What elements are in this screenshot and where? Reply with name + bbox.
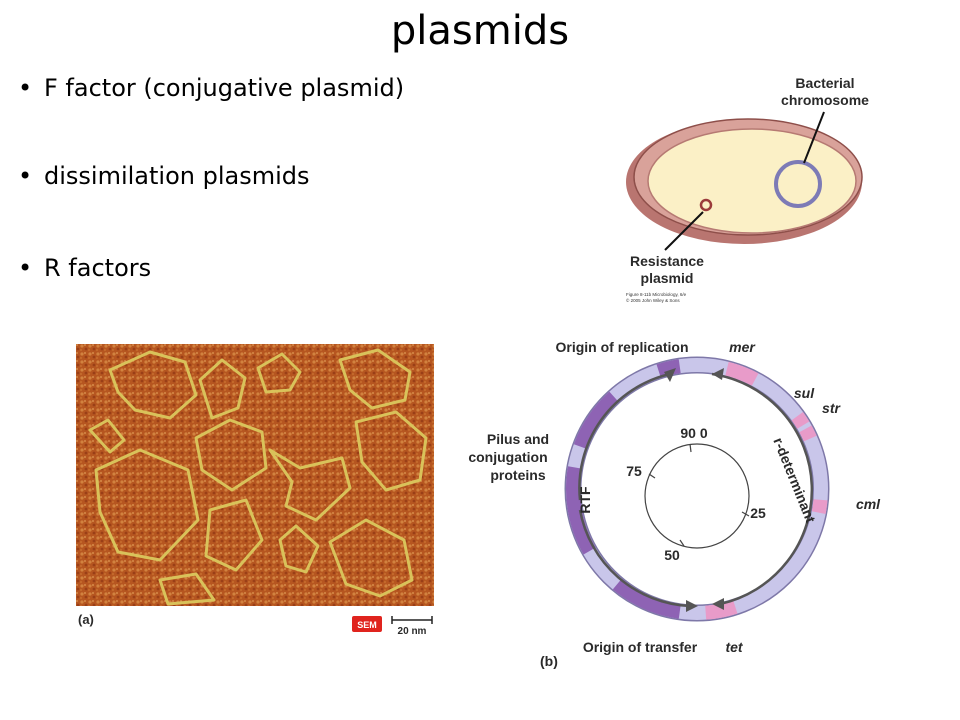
r-determinant-arrow (711, 372, 814, 606)
arrowhead (664, 368, 676, 382)
scale-tick (741, 511, 750, 517)
scale-tick-label: 50 (664, 547, 680, 563)
str-label: str (822, 400, 841, 416)
segment-sul (566, 358, 828, 620)
figure-caption: Figure 8-11b Microbiology, 6/e (626, 292, 687, 297)
scale-tick-label: 25 (750, 505, 766, 521)
bullet-text: F factor (conjugative plasmid) (44, 74, 405, 102)
arrowhead (712, 598, 724, 610)
segment-pilus-upper (565, 358, 828, 620)
segment-cml (566, 358, 828, 620)
chromosome-label: chromosome (781, 92, 869, 108)
bullet-text: R factors (44, 254, 152, 282)
tet-label: tet (725, 639, 743, 655)
segment-pilus (566, 358, 829, 620)
bacterial-cell-figure: Bacterial chromosome Resistance plasmid … (626, 75, 869, 303)
pilus-label: conjugation (468, 449, 547, 465)
bullet-item: •F factor (conjugative plasmid) (18, 74, 405, 102)
origin-transfer-label: Origin of transfer (583, 639, 698, 655)
plasmid-icon (699, 198, 713, 212)
slide-title: plasmids (390, 8, 570, 54)
chromosome-pointer (803, 111, 825, 164)
plasmid-label: Resistance (630, 253, 704, 269)
arrowhead (686, 600, 698, 612)
chromosome-label: Bacterial (795, 75, 854, 91)
arrowhead (712, 368, 724, 380)
plasmid-strands (88, 348, 428, 606)
cytoplasm (647, 128, 857, 234)
scale-circle (644, 443, 750, 549)
scale-tick (689, 443, 692, 453)
segment-transfer (566, 358, 829, 620)
segment-tet (566, 358, 828, 620)
bullet-item: •R factors (18, 254, 152, 282)
rtf-arrow (578, 372, 671, 501)
figure-caption: © 2005 John Wiley & Sons (626, 297, 680, 303)
mer-label: mer (729, 339, 756, 355)
bullet-item: •dissimilation plasmids (18, 162, 310, 190)
sem-badge (352, 616, 382, 632)
transfer-arrow (578, 509, 691, 608)
cml-label: cml (856, 496, 881, 512)
sul-label: sul (794, 385, 815, 401)
plasmid-pointer (664, 211, 704, 251)
chromosome-icon (774, 160, 822, 208)
panel-label-b: (b) (540, 653, 558, 669)
rtf-label: RTF (577, 486, 593, 514)
scale-tick-label: 90 0 (680, 425, 707, 441)
scale-tick (648, 473, 656, 479)
sem-micrograph: (a) SEM 20 nm (76, 344, 434, 637)
bullet-text: dissimilation plasmids (44, 162, 310, 190)
segment-str (566, 358, 828, 620)
scale-bar-label: 20 nm (398, 626, 427, 637)
plasmid-label: plasmid (641, 270, 694, 286)
scale-tick (679, 539, 685, 547)
sem-badge-text: SEM (357, 620, 377, 630)
pilus-label: proteins (490, 467, 545, 483)
scale-tick-label: 75 (626, 463, 642, 479)
pilus-label: Pilus and (487, 431, 549, 447)
panel-label-a: (a) (78, 612, 94, 627)
segment-replication (566, 358, 828, 620)
r-plasmid-map: 90 0 75 25 50 RTF r-determinant Origin o… (468, 339, 881, 669)
origin-replication-label: Origin of replication (555, 339, 688, 355)
